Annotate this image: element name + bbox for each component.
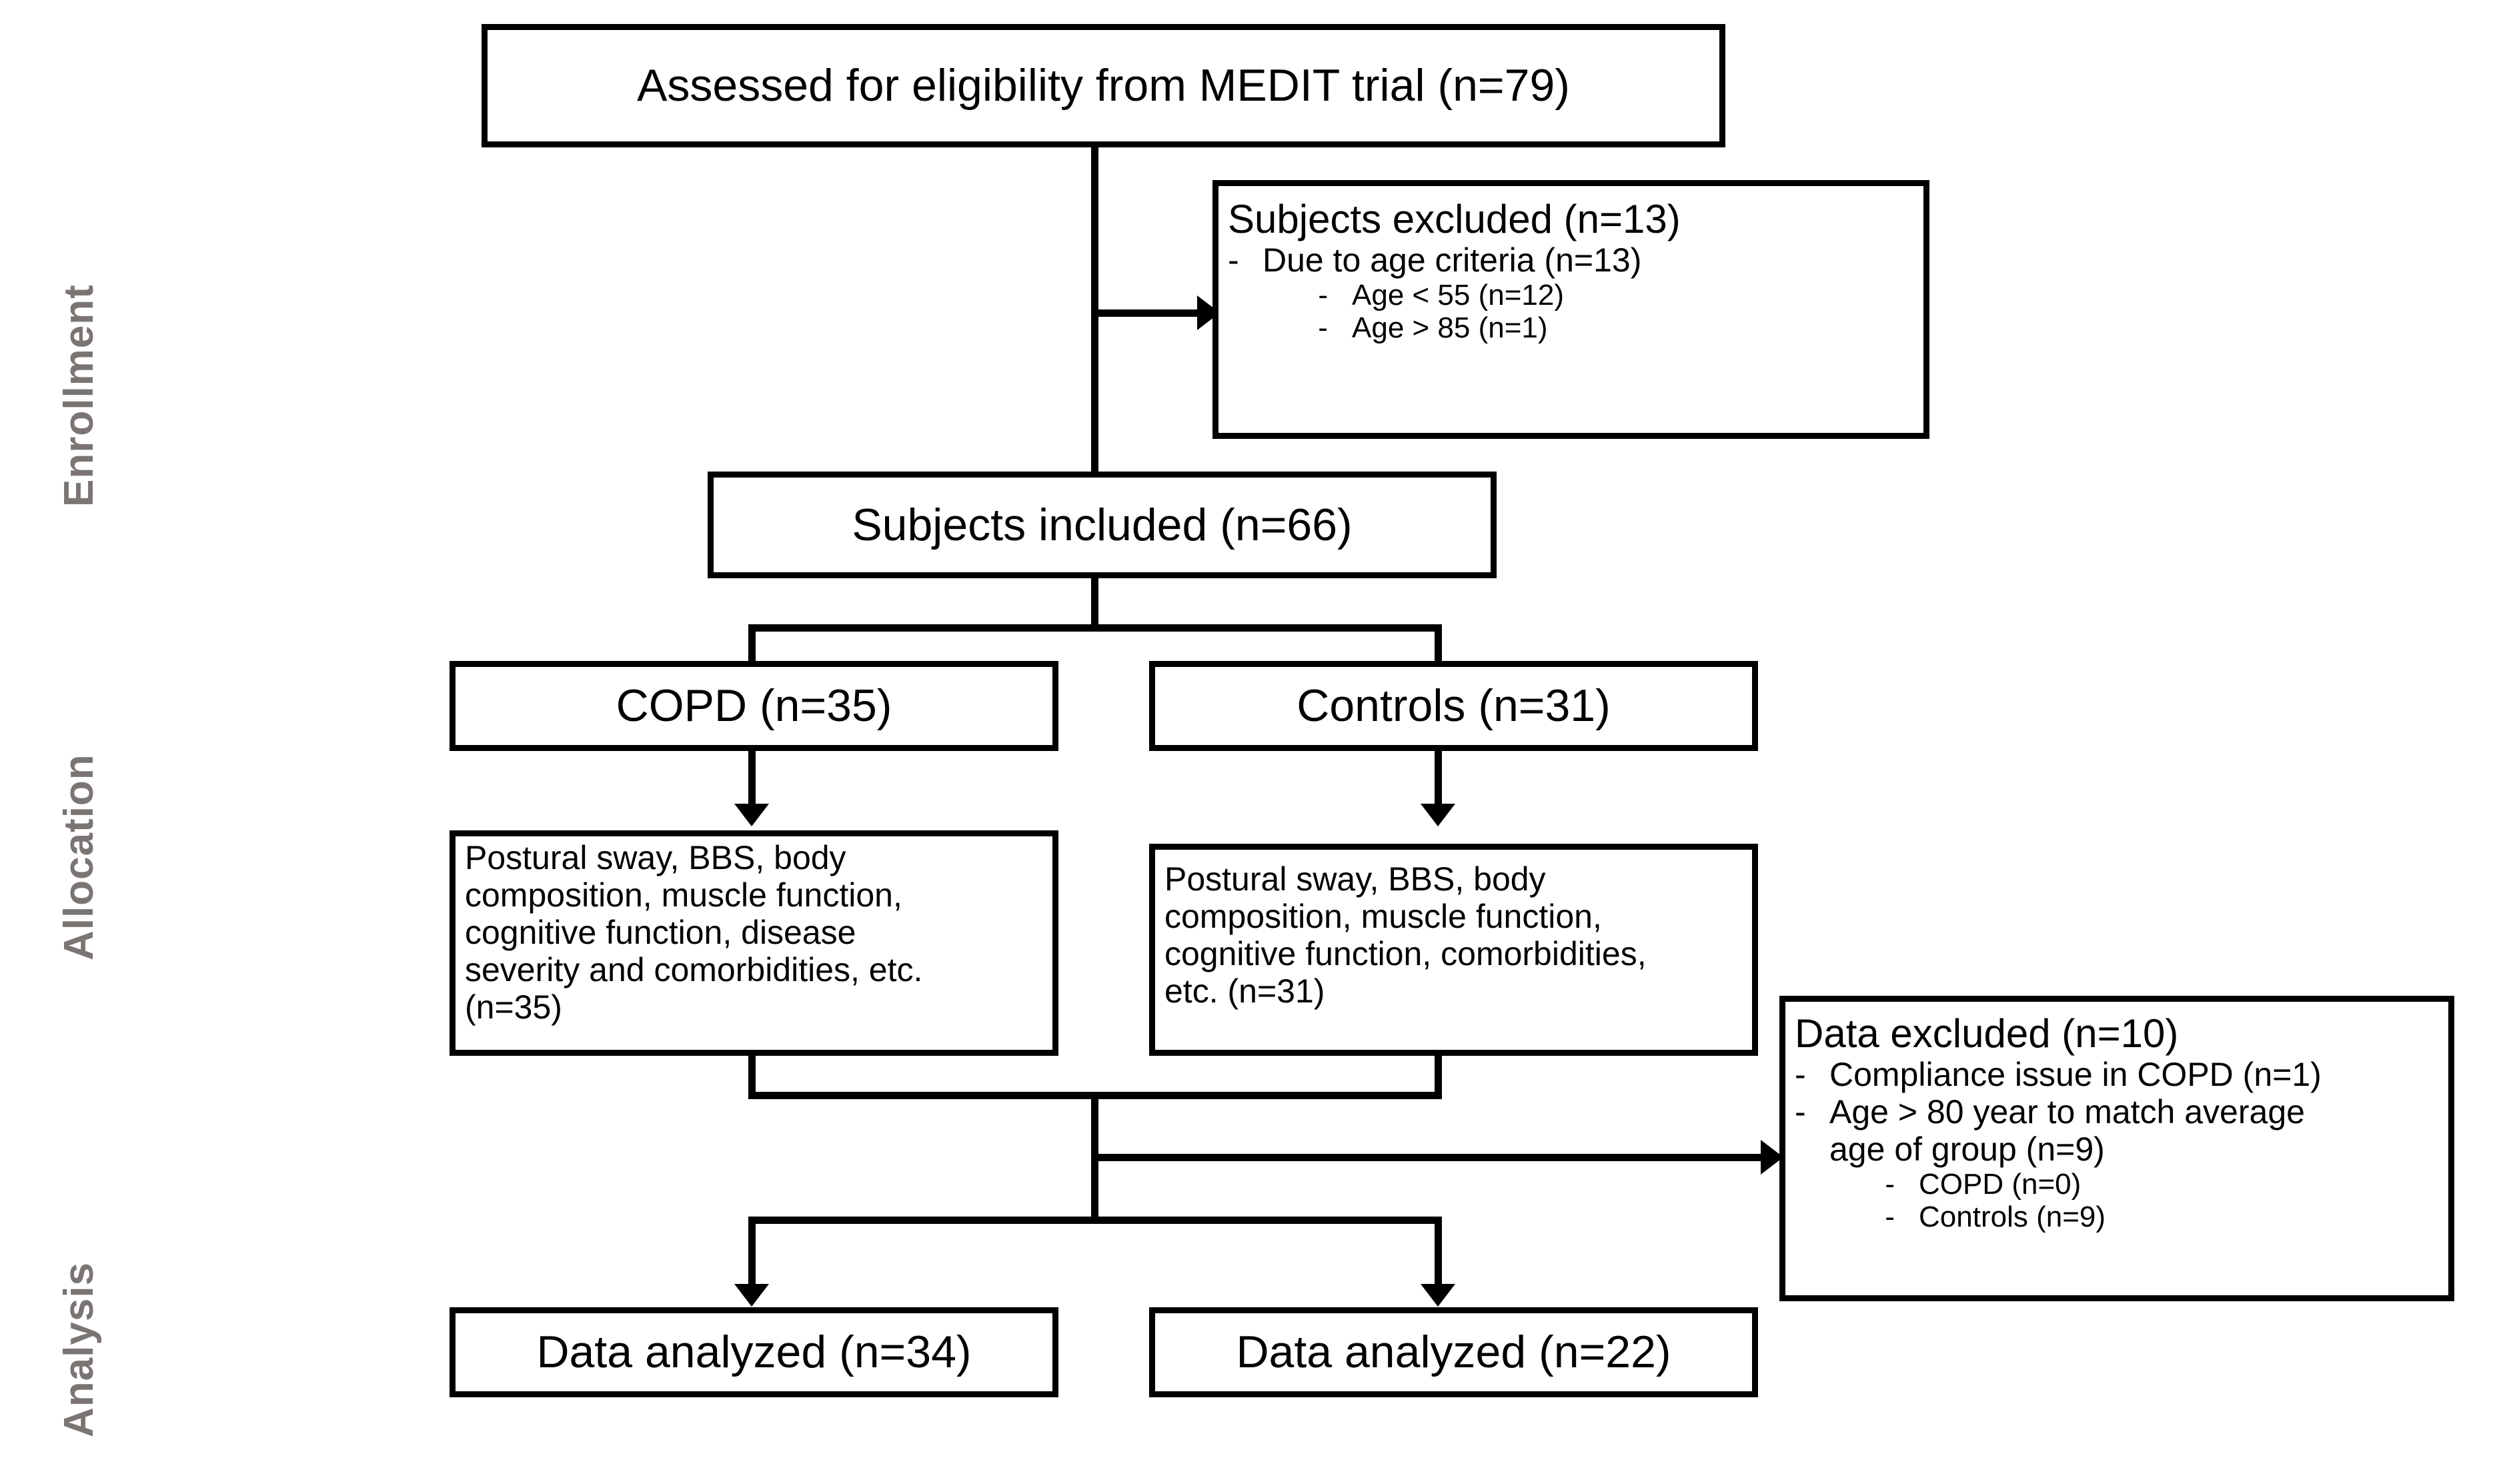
bullet-dash-icon: - — [1318, 279, 1328, 312]
node-data-analyzed-controls: Data analyzed (n=22) — [1149, 1307, 1758, 1397]
controls-measures-line: composition, muscle function, — [1164, 898, 1602, 935]
list-item: - Due to age criteria (n=13) — [1228, 241, 1914, 279]
node-controls: Controls (n=31) — [1149, 661, 1758, 751]
stage-label-enrollment: Enrollment — [56, 284, 102, 507]
connector-merge-right-drop — [1435, 1051, 1442, 1096]
list-item: - Age > 80 year to match average — [1795, 1093, 2439, 1131]
node-controls-label: Controls (n=31) — [1297, 680, 1611, 732]
connector-split-right-drop — [1435, 624, 1442, 664]
connector-merge-left-drop — [748, 1051, 756, 1096]
bullet-dash-icon: - — [1318, 311, 1328, 345]
bullet-dash-icon: - — [1795, 1056, 1806, 1094]
list-item: age of group (n=9) — [1795, 1131, 2439, 1168]
node-subjects-excluded: Subjects excluded (n=13) - Due to age cr… — [1212, 180, 1929, 439]
bullet-dash-icon: - — [1795, 1093, 1806, 1131]
connector-analysis-left-arrowhead — [734, 1284, 769, 1307]
controls-measures-line: Postural sway, BBS, body — [1164, 860, 1546, 898]
connector-data-excluded-horizontal — [1091, 1154, 1770, 1161]
connector-analysis-left-drop — [748, 1217, 756, 1289]
list-item-text: Due to age criteria (n=13) — [1263, 241, 1642, 279]
node-data-excluded: Data excluded (n=10) - Compliance issue … — [1779, 996, 2454, 1301]
list-item-text: Age > 80 year to match average — [1829, 1093, 2305, 1131]
copd-measures-line: (n=35) — [465, 988, 562, 1026]
node-copd-measures: Postural sway, BBS, body composition, mu… — [450, 830, 1058, 1056]
copd-measures-line: severity and comorbidities, etc. — [465, 951, 923, 988]
node-copd-label: COPD (n=35) — [616, 680, 892, 732]
connector-controls-measures-arrowhead — [1421, 804, 1455, 826]
controls-measures-line: cognitive function, comorbidities, — [1164, 935, 1647, 972]
list-item: - Compliance issue in COPD (n=1) — [1795, 1056, 2439, 1093]
list-item-text: Controls (n=9) — [1919, 1201, 2106, 1234]
node-data-analyzed-copd: Data analyzed (n=34) — [450, 1307, 1058, 1397]
stage-label-analysis: Analysis — [56, 1261, 102, 1437]
copd-measures-line: composition, muscle function, — [465, 876, 902, 914]
list-item: - COPD (n=0) — [1795, 1168, 2439, 1201]
node-controls-measures: Postural sway, BBS, body composition, mu… — [1149, 844, 1758, 1056]
node-copd: COPD (n=35) — [450, 661, 1058, 751]
connector-group-split-bar — [748, 624, 1442, 632]
list-item: - Age < 55 (n=12) — [1228, 279, 1914, 311]
connector-controls-measures-stem — [1435, 747, 1442, 808]
connector-analysis-right-drop — [1435, 1217, 1442, 1289]
data-excluded-heading: Data excluded (n=10) — [1795, 1011, 2179, 1056]
connector-split-left-drop — [748, 624, 756, 664]
list-item-text: COPD (n=0) — [1919, 1168, 2082, 1201]
controls-measures-line: etc. (n=31) — [1164, 972, 1325, 1010]
stage-label-allocation: Allocation — [56, 754, 102, 960]
list-item-text: age of group (n=9) — [1829, 1131, 2105, 1169]
copd-measures-line: Postural sway, BBS, body — [465, 839, 846, 876]
list-item: - Controls (n=9) — [1795, 1201, 2439, 1233]
connector-included-stem — [1091, 575, 1098, 630]
node-assessed-label: Assessed for eligibility from MEDIT tria… — [637, 60, 1570, 111]
list-item: - Age > 85 (n=1) — [1228, 311, 1914, 344]
connector-excluded-horizontal — [1091, 309, 1204, 317]
connector-copd-measures-arrowhead — [734, 804, 769, 826]
bullet-dash-icon: - — [1885, 1168, 1895, 1201]
node-subjects-included-label: Subjects included (n=66) — [852, 499, 1353, 550]
data-excluded-list: - Compliance issue in COPD (n=1) - Age >… — [1795, 1056, 2439, 1234]
list-item-text: Compliance issue in COPD (n=1) — [1829, 1056, 2322, 1094]
connector-analysis-split-bar — [748, 1217, 1442, 1224]
connector-analysis-right-arrowhead — [1421, 1284, 1455, 1307]
node-subjects-included: Subjects included (n=66) — [708, 472, 1497, 578]
subjects-excluded-list: - Due to age criteria (n=13) - Age < 55 … — [1228, 241, 1914, 345]
bullet-dash-icon: - — [1885, 1201, 1895, 1234]
subjects-excluded-heading: Subjects excluded (n=13) — [1228, 197, 1681, 241]
connector-copd-measures-stem — [748, 747, 756, 808]
copd-measures-line: cognitive function, disease — [465, 914, 856, 951]
node-assessed-for-eligibility: Assessed for eligibility from MEDIT tria… — [482, 24, 1725, 147]
list-item-text: Age < 55 (n=12) — [1352, 279, 1565, 312]
bullet-dash-icon: - — [1228, 241, 1239, 279]
connector-assessed-stem — [1091, 143, 1098, 474]
node-data-analyzed-controls-label: Data analyzed (n=22) — [1236, 1327, 1671, 1378]
list-item-text: Age > 85 (n=1) — [1352, 311, 1548, 345]
node-data-analyzed-copd-label: Data analyzed (n=34) — [536, 1327, 972, 1378]
